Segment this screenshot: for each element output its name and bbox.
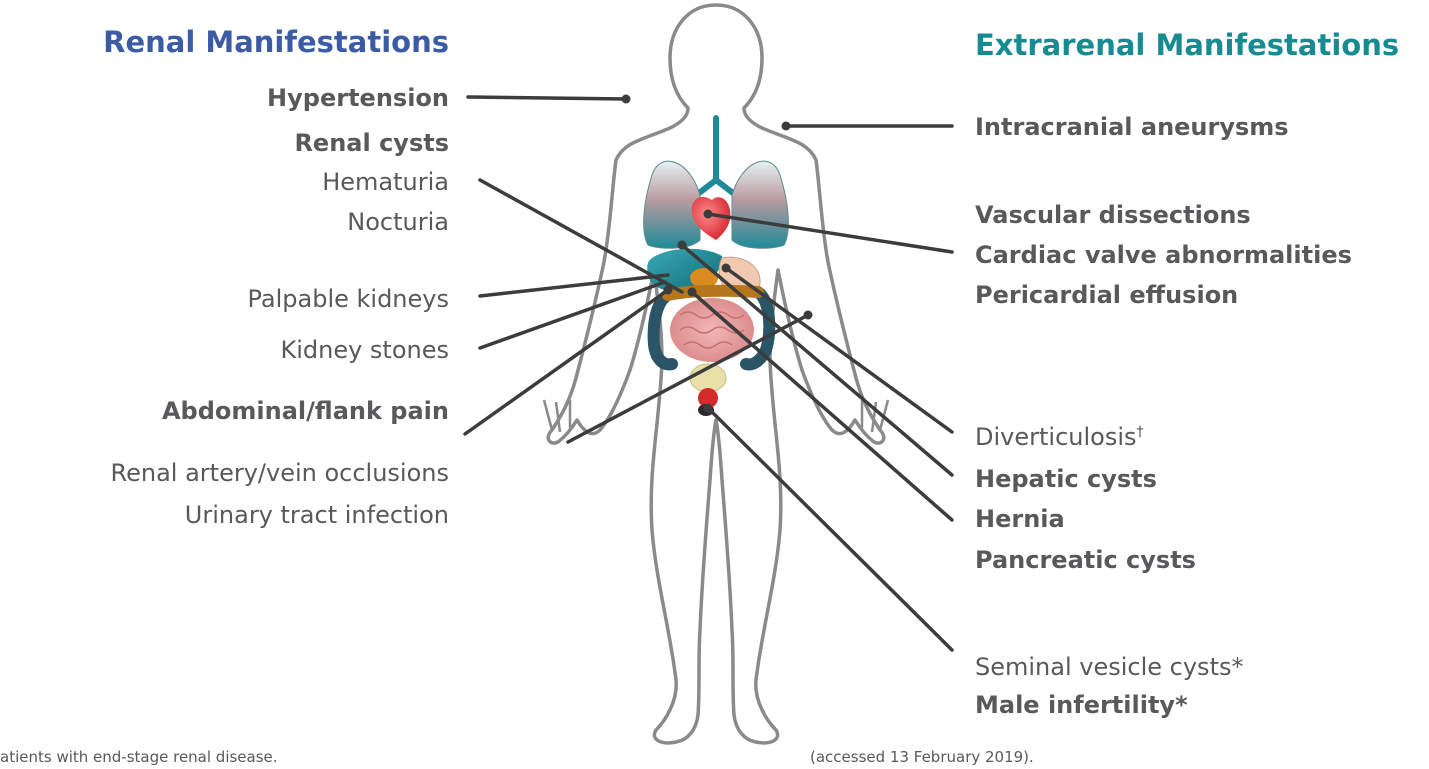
label-intracranial-aneurysms: Intracranial aneurysms (975, 112, 1289, 142)
footnote-right: (accessed 13 February 2019). (810, 748, 1034, 766)
label-uti: Urinary tract infection (185, 500, 449, 530)
diverticulosis-text: Diverticulosis (975, 423, 1137, 451)
label-pericardial-effusion: Pericardial effusion (975, 280, 1238, 310)
leader-palpable-kidneys (480, 275, 668, 296)
label-vascular-dissections: Vascular dissections (975, 200, 1251, 230)
renal-heading: Renal Manifestations (103, 25, 449, 59)
label-kidney-stones: Kidney stones (280, 335, 449, 365)
leader-hernia (692, 292, 952, 520)
right-lung (732, 161, 788, 248)
dagger-mark: † (1137, 424, 1144, 440)
label-hernia: Hernia (975, 504, 1065, 534)
footnote-left: atients with end-stage renal disease. (0, 748, 278, 766)
label-hematuria: Hematuria (322, 167, 449, 197)
label-male-infertility: Male infertility* (975, 690, 1188, 720)
extrarenal-heading: Extrarenal Manifestations (975, 28, 1399, 62)
left-lung (644, 161, 700, 248)
label-seminal-vesicle-cysts: Seminal vesicle cysts* (975, 652, 1243, 682)
leader-hypertension (468, 97, 626, 99)
label-pancreatic-cysts: Pancreatic cysts (975, 545, 1196, 575)
label-palpable-kidneys: Palpable kidneys (248, 284, 450, 314)
label-nocturia: Nocturia (347, 207, 449, 237)
label-diverticulosis: Diverticulosis† (975, 417, 1144, 452)
label-renal-cysts: Renal cysts (294, 128, 449, 158)
label-abdominal-pain: Abdominal/flank pain (162, 396, 449, 426)
leader-abdominal-pain (465, 290, 668, 434)
label-hypertension: Hypertension (267, 83, 449, 113)
label-renal-occlusions: Renal artery/vein occlusions (111, 458, 449, 488)
label-cardiac-valve: Cardiac valve abnormalities (975, 240, 1352, 270)
label-hepatic-cysts: Hepatic cysts (975, 464, 1157, 494)
